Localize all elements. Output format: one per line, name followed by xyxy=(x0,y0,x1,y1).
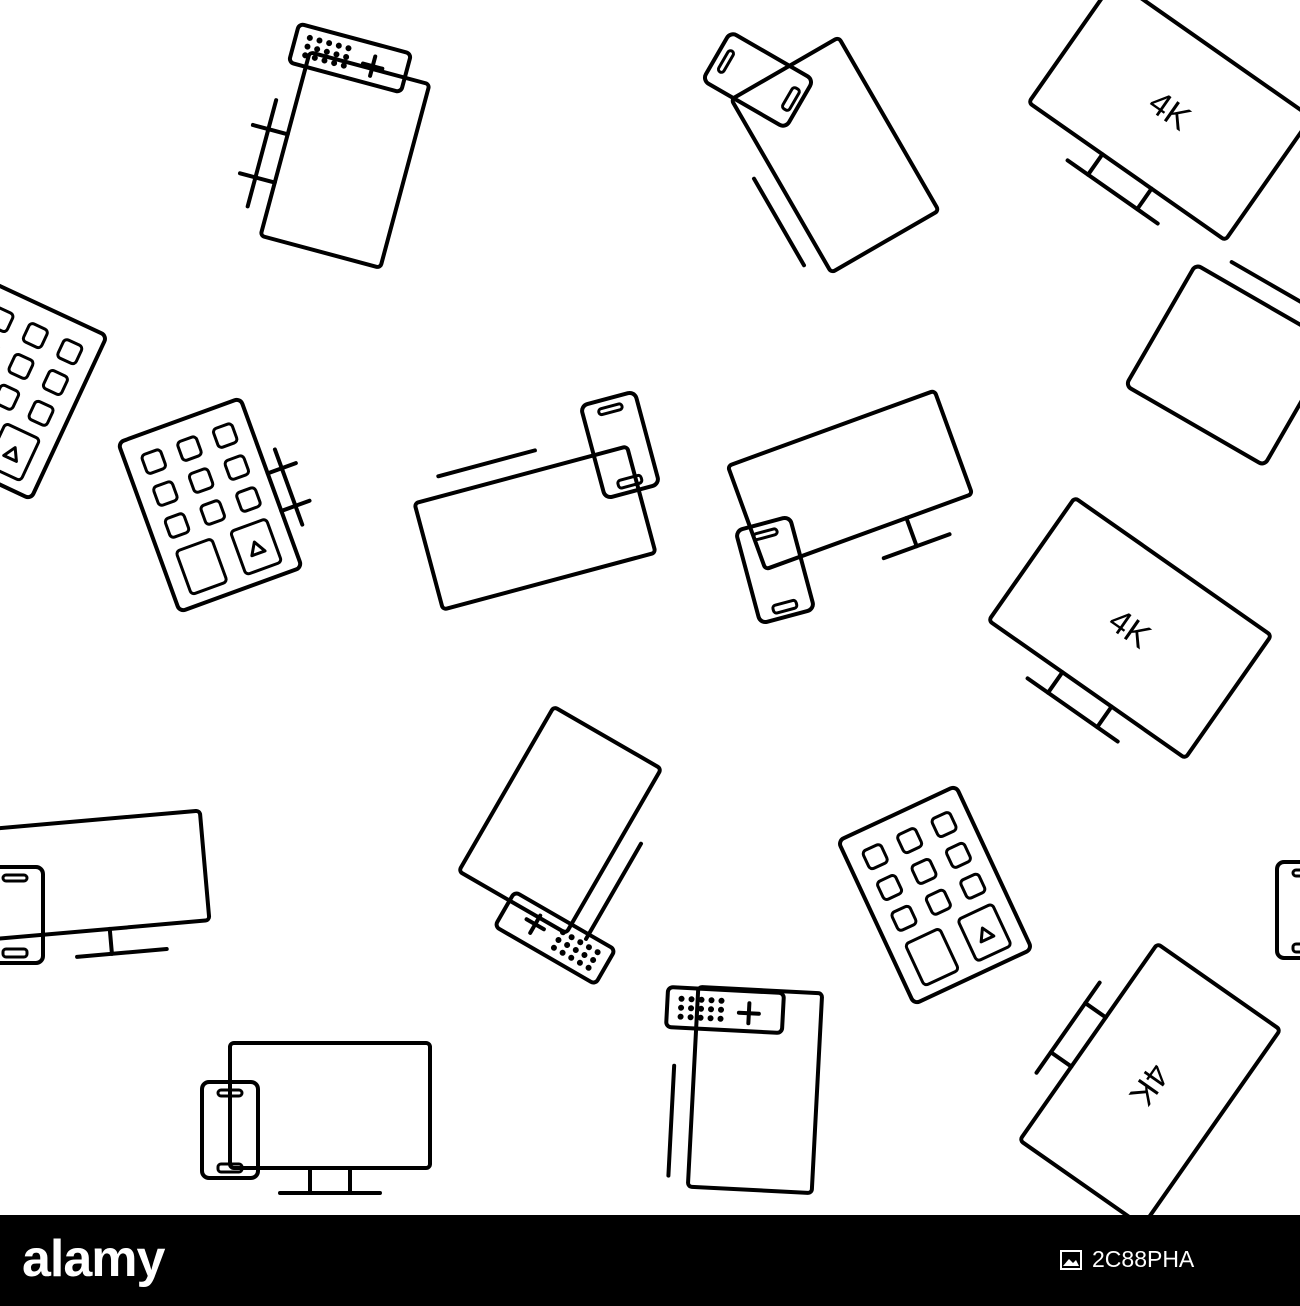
alamy-logo: alamy xyxy=(22,1230,165,1288)
tv-phone-icon xyxy=(730,36,940,274)
tv-4k-icon: 4K xyxy=(972,495,1274,781)
tv-4k-label: 4K xyxy=(1101,601,1157,656)
tv-remote-icon xyxy=(458,706,662,941)
image-icon xyxy=(1060,1250,1082,1270)
tv-remote-keypad-icon xyxy=(0,278,109,502)
phone-icon xyxy=(578,389,662,501)
tv-4k-icon: 4K xyxy=(997,927,1283,1215)
tv-remote-icon xyxy=(237,51,431,269)
tv-keyboard-icon xyxy=(1125,260,1300,466)
phone-monitor-icon xyxy=(0,808,212,959)
seamless-pattern: 4K 4K xyxy=(0,0,1300,1215)
image-id: 2C88PHA xyxy=(1092,1246,1195,1272)
tv-keyboard-icon xyxy=(836,783,1034,1007)
phone-monitor-icon xyxy=(228,1041,432,1195)
tv-phone-icon xyxy=(413,445,657,611)
phone-monitor-icon xyxy=(726,389,974,571)
remote-icon xyxy=(666,987,784,1033)
phone-icon xyxy=(0,865,45,965)
footer-bar: alamy 2C88PHA xyxy=(0,1215,1300,1306)
remote-icon xyxy=(492,889,618,987)
phone-icon xyxy=(1275,860,1300,960)
tv-4k-label: 4K xyxy=(1141,83,1197,138)
tv-remote-keypad-icon xyxy=(116,396,312,614)
tv-4k-label: 4K xyxy=(1122,1056,1177,1112)
phone-icon xyxy=(733,514,817,626)
tv-4k-icon: 4K xyxy=(1012,0,1300,263)
phone-icon xyxy=(700,29,816,131)
